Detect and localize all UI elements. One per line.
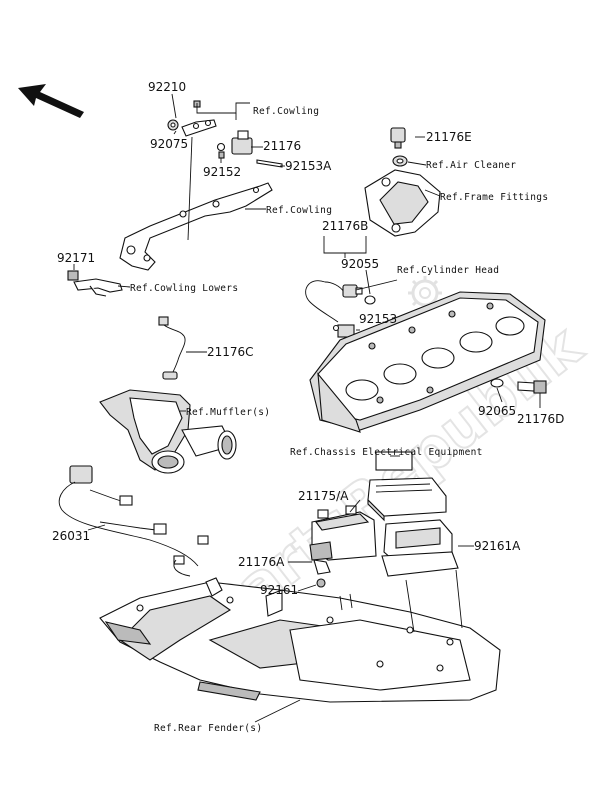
label-92161A: 92161A	[474, 539, 521, 553]
label-92065: 92065	[478, 404, 516, 418]
cylinder-head	[309, 291, 546, 433]
ref-muffler: Ref.Muffler(s)	[186, 407, 270, 418]
label-21176D: 21176D	[517, 412, 564, 426]
label-21176A: 21176A	[238, 555, 285, 569]
label-21175A: 21175/A	[298, 489, 349, 503]
reference-labels: Ref.Cowling Ref.Cowling Ref.Air Cleaner …	[130, 106, 548, 734]
ref-frame-fittings: Ref.Frame Fittings	[440, 192, 548, 203]
ecu-assembly	[309, 451, 459, 588]
part-labels: 92210 92075 21176 92152 92153A 21176E 92…	[52, 80, 564, 597]
oxygen-sensor-harness	[158, 316, 186, 380]
ref-cowling-lowers: Ref.Cowling Lowers	[130, 283, 238, 294]
ref-chassis-electrical: Ref.Chassis Electrical Equipment	[290, 447, 483, 458]
ref-cowling-mid: Ref.Cowling	[266, 205, 332, 216]
label-92153: 92153	[359, 312, 397, 326]
rear-fender	[99, 577, 501, 703]
label-92152: 92152	[203, 165, 241, 179]
cowling-lower-bracket	[67, 270, 123, 297]
label-21176C: 21176C	[207, 345, 254, 359]
label-21176B: 21176B	[322, 219, 368, 233]
label-92075: 92075	[150, 137, 188, 151]
front-arrow-icon	[18, 84, 84, 118]
label-21176: 21176	[263, 139, 301, 153]
muffler-assembly	[99, 389, 237, 474]
temperature-sensor	[490, 378, 547, 394]
ref-cowling-top: Ref.Cowling	[253, 106, 319, 117]
leader-lines	[73, 93, 541, 723]
label-92210: 92210	[148, 80, 186, 94]
label-21176E: 21176E	[426, 130, 472, 144]
label-26031: 26031	[52, 529, 90, 543]
frame-fitting	[364, 127, 441, 237]
cowling-stay-assembly	[119, 100, 283, 271]
ref-air-cleaner: Ref.Air Cleaner	[426, 160, 516, 171]
ref-rear-fender: Ref.Rear Fender(s)	[154, 723, 262, 734]
label-92161: 92161	[260, 583, 298, 597]
label-92055: 92055	[341, 257, 379, 271]
sub-harness	[58, 465, 209, 577]
label-92153A: 92153A	[285, 159, 332, 173]
label-92171: 92171	[57, 251, 95, 265]
ref-cylinder-head: Ref.Cylinder Head	[397, 265, 499, 276]
map-sensor-tube	[305, 236, 376, 338]
